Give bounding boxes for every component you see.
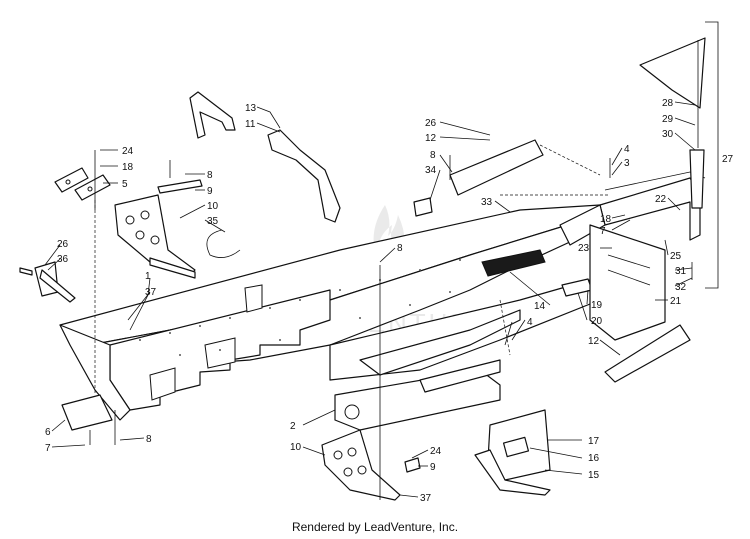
callout-27: 27 (722, 154, 734, 165)
callout-34: 34 (425, 165, 437, 176)
callout-4: 4 (527, 317, 533, 328)
callout-2: 2 (290, 421, 296, 432)
footer-credit: Rendered by LeadVenture, Inc. (291, 520, 459, 534)
callout-7: 7 (45, 443, 51, 454)
part-9-clip (404, 457, 421, 473)
callout-3: 3 (624, 158, 630, 169)
callout-5: 5 (122, 179, 128, 190)
part-9-bracket (157, 179, 203, 194)
part-35-hose (206, 229, 241, 258)
callout-36: 36 (57, 254, 69, 265)
part-12-tube-upper (449, 139, 544, 196)
callout-7: 7 (600, 226, 606, 237)
callout-32: 32 (675, 282, 687, 293)
callout-11: 11 (245, 119, 256, 130)
callout-labels: 24 18 5 8 9 10 35 13 11 1 37 26 36 6 7 8… (45, 98, 734, 504)
part-11-handle (189, 91, 341, 223)
side-cutout (244, 284, 263, 313)
callout-6: 6 (45, 427, 51, 438)
part-5-mounts (54, 167, 111, 201)
callout-leaders (44, 21, 719, 498)
callout-24: 24 (122, 146, 134, 157)
side-cutout (149, 367, 176, 401)
part-21-snow-flap (589, 224, 666, 341)
callout-33: 33 (481, 197, 493, 208)
callout-12: 12 (588, 336, 600, 347)
callout-4: 4 (624, 144, 630, 155)
callout-37: 37 (145, 287, 157, 298)
callout-20: 20 (591, 316, 603, 327)
part-2-bracket (334, 359, 501, 431)
callout-21: 21 (670, 296, 682, 307)
callout-9: 9 (430, 462, 436, 473)
rivet-pattern (139, 259, 461, 356)
callout-8: 8 (430, 150, 436, 161)
callout-24: 24 (430, 446, 442, 457)
tunnel-assembly (59, 204, 601, 421)
part-28-flag (639, 37, 706, 209)
callout-25: 25 (670, 251, 682, 262)
callout-8: 8 (207, 170, 213, 181)
callout-13: 13 (245, 103, 257, 114)
part-36-bracket (19, 261, 76, 303)
part-15-box (474, 409, 551, 496)
part-10-plate-lower (321, 429, 401, 501)
callout-19: 19 (591, 300, 603, 311)
alignment-lines (94, 144, 610, 395)
callout-28: 28 (662, 98, 674, 109)
callout-22: 22 (655, 194, 667, 205)
callout-9: 9 (207, 186, 213, 197)
part-12-tube-lower (604, 324, 691, 383)
callout-35: 35 (207, 216, 219, 227)
callout-15: 15 (588, 470, 600, 481)
callout-18: 18 (600, 214, 612, 225)
callout-26: 26 (57, 239, 69, 250)
part-10-plate-upper (114, 194, 196, 279)
callout-31: 31 (675, 266, 687, 277)
callout-1: 1 (145, 271, 151, 282)
callout-12: 12 (425, 133, 437, 144)
callout-8: 8 (397, 243, 403, 254)
callout-10: 10 (207, 201, 219, 212)
side-cutout (204, 337, 236, 369)
callout-23: 23 (578, 243, 590, 254)
callout-26: 26 (425, 118, 437, 129)
part-6-plate (61, 394, 113, 431)
callout-18: 18 (122, 162, 134, 173)
callout-17: 17 (588, 436, 600, 447)
callout-14: 14 (534, 301, 546, 312)
callout-8: 8 (146, 434, 152, 445)
callout-30: 30 (662, 129, 674, 140)
callout-29: 29 (662, 114, 674, 125)
part-16-label (502, 436, 530, 458)
callout-16: 16 (588, 453, 600, 464)
part-34-tab (413, 197, 433, 217)
part-14-decal (481, 249, 546, 277)
callout-10: 10 (290, 442, 302, 453)
callout-37: 37 (420, 493, 432, 504)
